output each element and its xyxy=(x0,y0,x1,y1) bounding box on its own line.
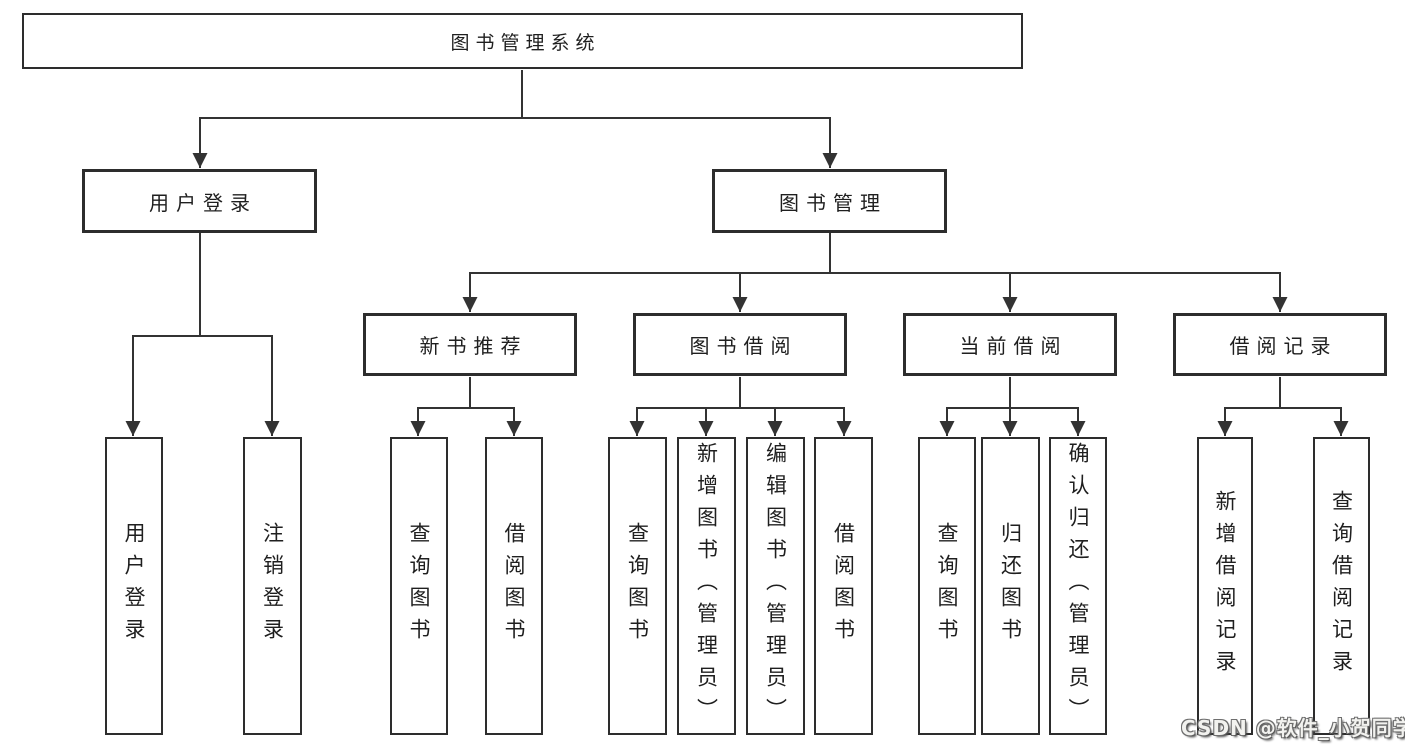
leaf-query-borrow-record: 查询借阅记录 xyxy=(1313,437,1370,735)
current-borrow-node: 当前借阅 xyxy=(903,313,1117,376)
connector-user-login-children xyxy=(125,233,280,436)
root-node-library-management-system: 图书管理系统 xyxy=(22,13,1023,69)
book-borrow-node: 图书借阅 xyxy=(633,313,847,376)
leaf-add-borrow-record: 新增借阅记录 xyxy=(1197,437,1253,735)
connector-current-borrow-children xyxy=(939,377,1086,436)
leaf-confirm-return-admin: 确认归还（管理员） xyxy=(1049,437,1107,735)
leaf-user-login: 用户登录 xyxy=(105,437,163,735)
leaf-edit-books-admin: 编辑图书（管理员） xyxy=(746,437,805,735)
leaf-borrow-books-2: 借阅图书 xyxy=(814,437,873,735)
connector-book-management-children xyxy=(462,233,1288,312)
connector-new-book-recommend-children xyxy=(410,377,522,436)
csdn-watermark: CSDN @软件_小贺同学 xyxy=(1181,716,1405,740)
leaf-query-books-1: 查询图书 xyxy=(390,437,448,735)
connector-borrow-record-children xyxy=(1217,377,1349,436)
leaf-add-books-admin: 新增图书（管理员） xyxy=(677,437,736,735)
leaf-query-books-2: 查询图书 xyxy=(608,437,667,735)
borrow-record-node: 借阅记录 xyxy=(1173,313,1387,376)
user-login-node: 用户登录 xyxy=(82,169,317,233)
connector-root-to-level2 xyxy=(192,70,838,168)
book-management-node: 图书管理 xyxy=(712,169,947,233)
leaf-return-books: 归还图书 xyxy=(981,437,1040,735)
leaf-borrow-books-1: 借阅图书 xyxy=(485,437,543,735)
connector-book-borrow-children xyxy=(629,377,852,436)
leaf-logout: 注销登录 xyxy=(243,437,302,735)
leaf-query-books-3: 查询图书 xyxy=(918,437,976,735)
new-book-recommend-node: 新书推荐 xyxy=(363,313,577,376)
